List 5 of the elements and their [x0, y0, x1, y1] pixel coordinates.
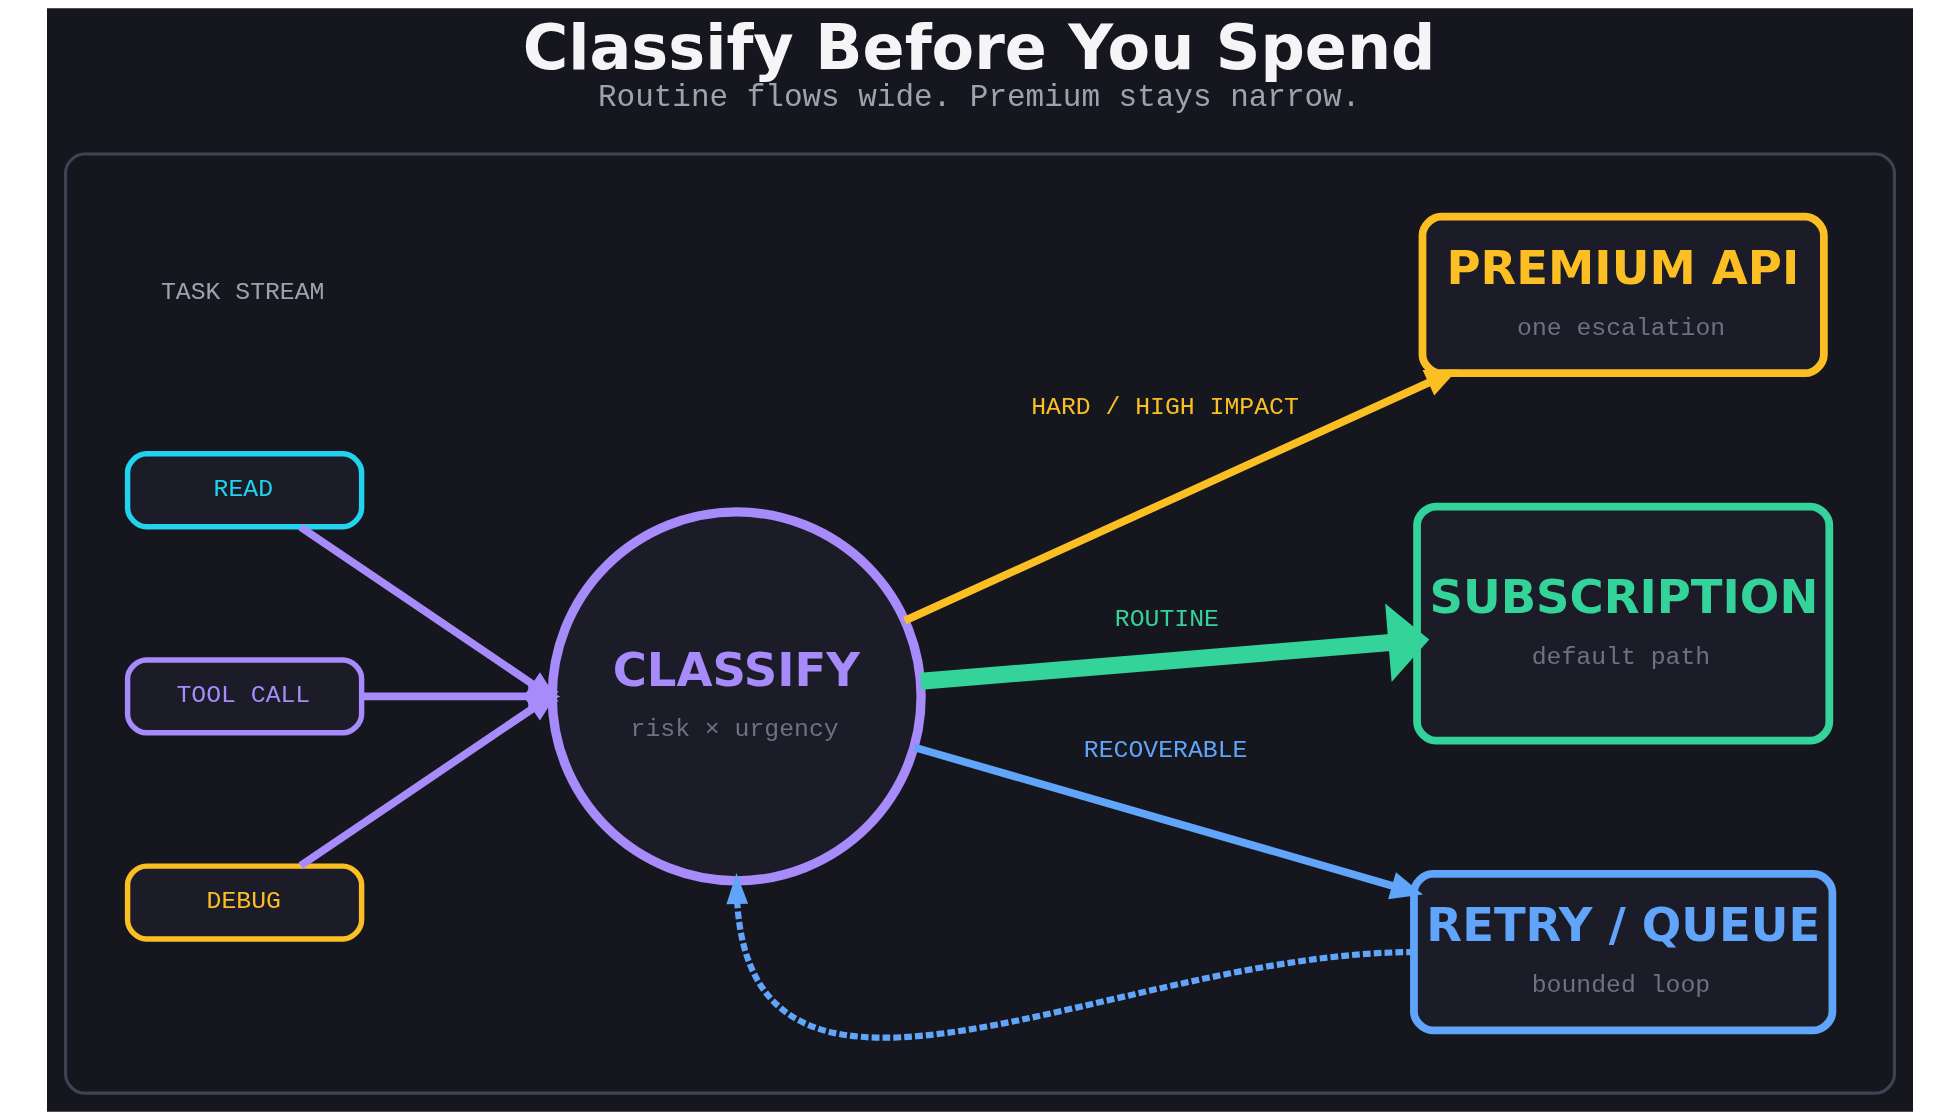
- edge-label: ROUTINE: [1114, 605, 1219, 634]
- edge-label: RECOVERABLE: [1083, 735, 1248, 764]
- diagram-title: Classify Before You Spend: [522, 10, 1436, 84]
- edge-label: HARD / HIGH IMPACT: [1031, 393, 1299, 422]
- label: TASK STREAM: [160, 278, 325, 307]
